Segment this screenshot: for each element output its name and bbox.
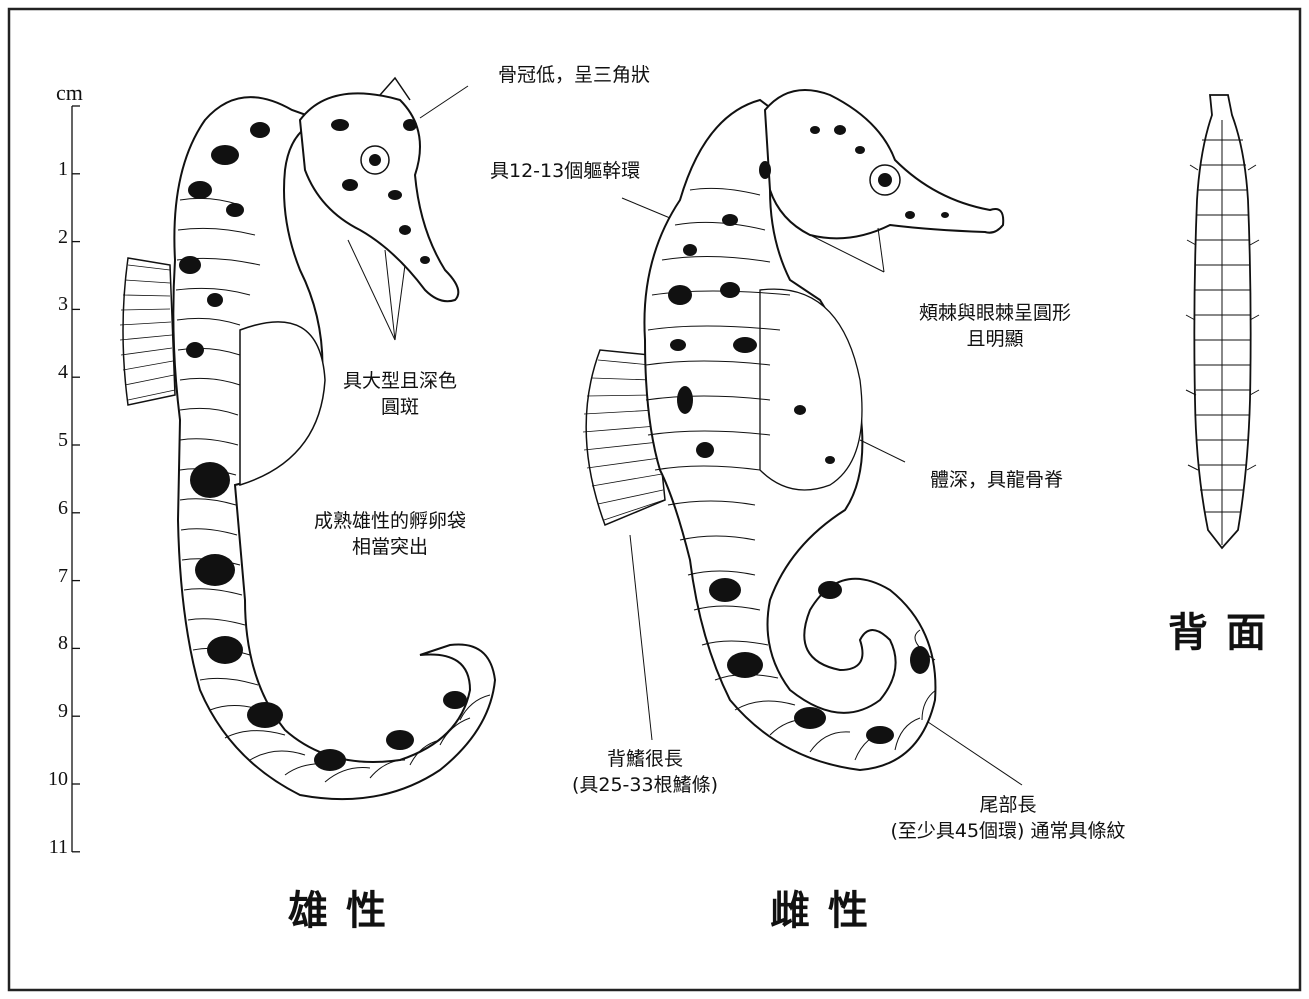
male-title: 雄性 [288,887,404,934]
male-spots-line2: 圓斑 [380,396,419,418]
scale-tick-label: 11 [48,835,68,858]
female-tail-line2: (至少具45個環) 通常具條紋 [890,820,1126,842]
female-spines-line2: 且明顯 [966,328,1024,350]
scale-tick-label: 7 [58,564,68,587]
male-pouch-line1: 成熟雄性的孵卵袋 [313,510,466,532]
female-body-annotation: 體深，具龍骨脊 [930,469,1064,491]
male-brood-pouch [239,321,326,487]
scale-tick-label: 9 [58,700,68,723]
scale-tick-label: 2 [58,225,68,248]
scale-tick-label: 10 [48,768,68,790]
female-dorsal-annotation: 背鰭很長 (具25-33根鰭條) [555,746,735,798]
figure-border [7,7,1302,992]
female-spines-annotation: 頰棘與眼棘呈圓形 且明顯 [890,300,1100,352]
scale-tick-label: 1 [58,157,68,180]
female-trunk-rings-annotation: 具12-13個軀幹環 [490,160,641,182]
female-title: 雌性 [770,887,886,934]
male-seahorse-illustration [119,76,497,801]
female-head [763,89,1005,240]
scale-tick-label: 6 [58,496,68,519]
scale-tick-label: 8 [58,632,68,655]
female-spines-line1: 頰棘與眼棘呈圓形 [918,302,1071,324]
female-tail-annotation: 尾部長 (至少具45個環) 通常具條紋 [868,792,1148,844]
male-head [298,92,460,303]
scale-bar [71,105,80,853]
dorsal-title: 背面 [1168,609,1284,656]
female-dorsal-fin [585,349,666,526]
male-crest-annotation: 骨冠低，呈三角狀 [498,64,651,86]
scale-tick-label: 4 [58,361,68,384]
dorsal-view-illustration [1185,94,1260,550]
male-pouch-annotation: 成熟雄性的孵卵袋 相當突出 [300,508,480,560]
female-dorsal-line2: (具25-33根鰭條) [571,774,719,796]
scale-tick-label: 3 [58,293,68,316]
male-spots-annotation: 具大型且深色 圓斑 [330,368,470,420]
female-belly [759,288,863,491]
scale-tick-label: 5 [58,429,68,451]
male-pouch-line2: 相當突出 [351,536,428,558]
female-dorsal-line1: 背鰭很長 [606,748,683,770]
scale-unit-label: cm [56,80,83,105]
female-tail-line1: 尾部長 [979,794,1037,816]
male-spots-line1: 具大型且深色 [342,370,457,392]
female-seahorse-illustration [582,89,1023,786]
